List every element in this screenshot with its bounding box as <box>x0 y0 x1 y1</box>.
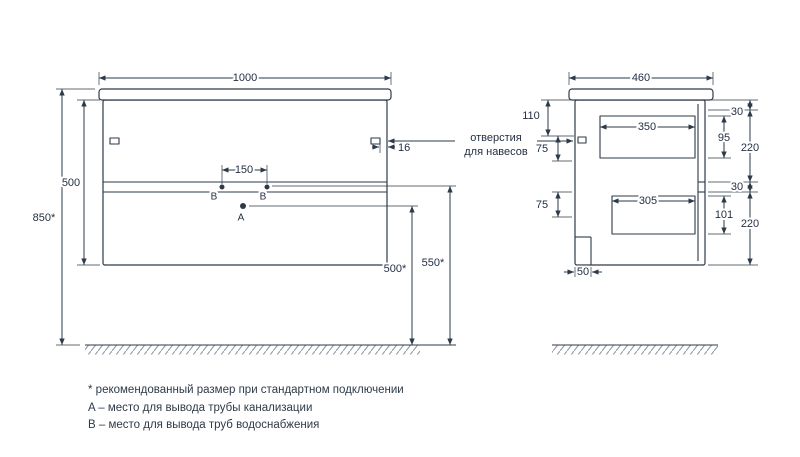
side-lower-drawer-box <box>611 195 696 235</box>
dim-side-lower-front-height: 220 <box>741 218 759 230</box>
front-floor <box>85 344 456 355</box>
point-a-label: A <box>238 213 245 224</box>
dim-side-upper-front-height: 220 <box>741 142 759 154</box>
front-connection-height-dimensions: 550* 500* <box>249 185 456 345</box>
dim-side-top-rail: 30 <box>731 106 743 118</box>
point-b-left-marker <box>219 184 225 190</box>
legend: * рекомендованный размер при стандартном… <box>88 384 404 431</box>
legend-point-a: A – место для вывода трубы канализации <box>88 402 312 414</box>
annotation-line2: для навесов <box>464 146 528 158</box>
side-depth-dimension: 460 <box>568 70 714 86</box>
dim-front-pipe-spacing: 150 <box>235 164 253 176</box>
dim-front-water-height: 550* <box>422 257 445 269</box>
annotation-line1: отверстия <box>470 132 522 144</box>
dim-side-drawer-gap: 30 <box>731 181 743 193</box>
side-floor <box>552 344 718 355</box>
front-hinge-offset-dimension: 16 <box>372 140 412 156</box>
dim-front-width: 1000 <box>233 72 257 84</box>
side-inner-width-dimensions: 350 305 <box>600 119 695 209</box>
front-width-dimension: 1000 <box>98 70 392 86</box>
side-right-dimensions: 30 95 220 30 101 220 <box>713 100 761 265</box>
dim-side-upper-inner-width: 350 <box>638 121 656 133</box>
dim-side-back-clearance: 50 <box>577 266 589 278</box>
front-hanger-right <box>370 137 381 145</box>
front-cabinet-height-dimension: 500 <box>60 99 100 266</box>
side-countertop <box>568 88 714 101</box>
dim-front-cabinet-height: 500 <box>62 177 80 189</box>
dim-side-upper-inner-height: 95 <box>718 132 730 144</box>
side-left-dimensions: 110 75 75 50 <box>520 99 602 280</box>
dim-front-total-height: 850* <box>33 212 56 224</box>
front-total-height-dimension: 850* <box>31 88 95 346</box>
front-view: 1000 850* 500 16 150 <box>31 70 456 355</box>
dim-front-drain-height: 500* <box>384 263 407 275</box>
side-upper-drawer-box <box>599 115 696 159</box>
front-pipe-spacing-dimension: 150 B B A <box>209 162 270 226</box>
point-b-left-label: B <box>211 192 218 203</box>
side-back-notch <box>575 236 592 265</box>
dim-side-lower-inner-width: 305 <box>639 195 657 207</box>
side-hanger <box>577 136 587 144</box>
dim-side-lower-inset: 75 <box>536 199 548 211</box>
point-b-right-marker <box>264 184 270 190</box>
point-a-marker <box>240 203 246 209</box>
front-hanger-left <box>109 137 120 145</box>
legend-point-b: B – место для вывода труб водоснабжения <box>88 419 319 431</box>
side-view: 460 110 75 75 50 350 305 <box>520 70 761 355</box>
dim-front-hinge-offset: 16 <box>398 142 410 154</box>
front-countertop <box>98 88 392 101</box>
dim-side-hinge-top-offset: 110 <box>522 110 540 122</box>
point-b-right-label: B <box>260 192 267 203</box>
legend-note: * рекомендованный размер при стандартном… <box>88 384 404 396</box>
dim-side-depth: 460 <box>632 72 650 84</box>
hanger-holes-annotation: отверстия для навесов <box>388 130 573 160</box>
dim-side-lower-inner-height: 101 <box>715 209 733 221</box>
dim-side-upper-inset: 75 <box>536 143 548 155</box>
